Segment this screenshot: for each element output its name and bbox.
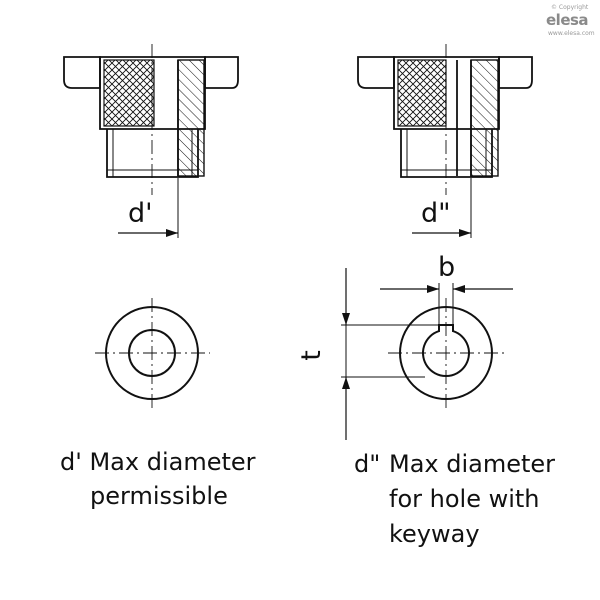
copyright-note: © Copyright bbox=[551, 4, 589, 11]
right-knurl-area bbox=[397, 59, 447, 127]
right-front-view bbox=[388, 298, 505, 410]
brand-logo: elesa bbox=[546, 11, 589, 29]
left-front-view bbox=[95, 298, 210, 410]
right-caption-symbol: d" bbox=[354, 450, 381, 478]
right-caption-line1: Max diameter bbox=[389, 450, 556, 478]
d-double-prime-label: d" bbox=[421, 198, 451, 229]
right-caption-line3: keyway bbox=[389, 520, 480, 548]
b-label: b bbox=[438, 252, 456, 283]
brand-url: www.elesa.com bbox=[548, 30, 595, 37]
right-hatch-section bbox=[470, 59, 499, 177]
b-dimension bbox=[380, 283, 513, 325]
left-caption-line1: d' Max diameter bbox=[60, 448, 256, 476]
left-hatch-section bbox=[177, 59, 205, 177]
t-label: t bbox=[295, 350, 327, 361]
t-dimension bbox=[341, 268, 439, 440]
left-caption-line2: permissible bbox=[90, 482, 228, 510]
left-knurl-area bbox=[103, 59, 155, 127]
right-caption-line2: for hole with bbox=[389, 485, 540, 513]
d-prime-label: d' bbox=[128, 198, 153, 229]
